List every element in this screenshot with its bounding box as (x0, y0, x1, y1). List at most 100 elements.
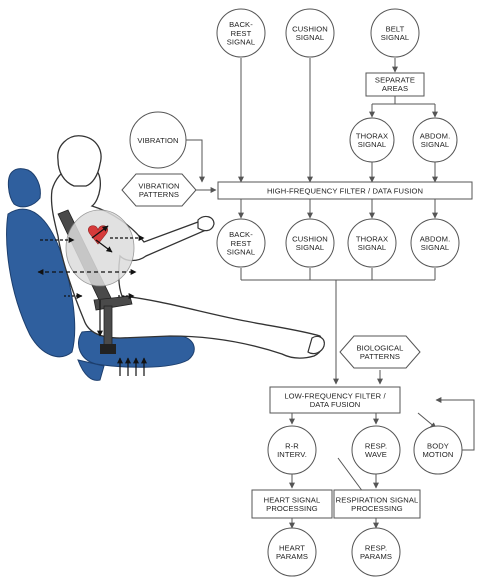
node-label-line: HIGH-FREQUENCY FILTER / DATA FUSION (267, 186, 423, 195)
svg-text:RESP.WAVE: RESP.WAVE (365, 442, 387, 460)
node-label-line: BODY (427, 442, 449, 451)
node-label-line: VIBRATION (138, 182, 179, 191)
node-label-line: PARAMS (276, 552, 308, 561)
node-label-line: HEART (279, 544, 305, 553)
node-label-line: PARAMS (360, 552, 392, 561)
seat-belt-lap (93, 295, 133, 311)
person-foot (307, 335, 325, 355)
node-label-line: THORAX (356, 132, 388, 141)
seat-headrest (7, 168, 41, 208)
node-label-line: CUSHION (292, 25, 328, 34)
node-label-line: SIGNAL (421, 140, 449, 149)
svg-text:ABDOM.SIGNAL: ABDOM.SIGNAL (420, 132, 451, 150)
node-label-line: VIBRATION (137, 136, 178, 145)
connector-lines (186, 58, 475, 529)
node-label-line: SIGNAL (358, 140, 386, 149)
seated-person-illustration (6, 135, 325, 381)
node-label-line: PROCESSING (351, 504, 403, 513)
seat-backrest (6, 208, 76, 358)
node-label-line: ABDOM. (420, 132, 451, 141)
node-label-line: BELT (386, 25, 405, 34)
svg-text:HIGH-FREQUENCY FILTER / DATA F: HIGH-FREQUENCY FILTER / DATA FUSION (267, 186, 423, 195)
node-label-line: PROCESSING (266, 504, 318, 513)
node-label-line: PATTERNS (139, 190, 179, 199)
node-label-line: SIGNAL (296, 243, 324, 252)
node-label-line: AREAS (382, 84, 408, 93)
node-hf-filter: HIGH-FREQUENCY FILTER / DATA FUSION (217, 181, 473, 200)
node-label-line: SIGNAL (421, 243, 449, 252)
svg-text:VIBRATION: VIBRATION (137, 136, 178, 145)
node-label-line: THORAX (356, 235, 388, 244)
node-label-line: BACK- (229, 20, 253, 29)
node-label-line: WAVE (365, 450, 387, 459)
person-hand (197, 215, 215, 232)
node-label-line: RESPIRATION SIGNAL (336, 496, 419, 505)
chest-area (65, 209, 135, 287)
vibration-arrows (37, 225, 147, 376)
node-label-line: MOTION (423, 450, 454, 459)
node-label-line: REST (231, 29, 252, 38)
node-abdom-signal-top: ABDOM.SIGNAL (412, 117, 458, 163)
node-label-line: SIGNAL (227, 247, 255, 256)
node-label-line: RESP. (365, 544, 387, 553)
node-label-line: SIGNAL (381, 33, 409, 42)
node-label-line: INTERV. (277, 450, 307, 459)
node-resp-params: RESP.PARAMS (351, 527, 401, 577)
node-label-line: REST (231, 239, 252, 248)
seat-belt-lower (103, 305, 113, 347)
node-label-line: DATA FUSION (310, 400, 361, 409)
svg-text:LOW-FREQUENCY FILTER /DATA FUS: LOW-FREQUENCY FILTER /DATA FUSION (284, 392, 386, 410)
node-label-line: SEPARATE (375, 76, 415, 85)
node-label-line: ABDOM. (420, 235, 451, 244)
seat-base (77, 359, 105, 381)
node-label-line: HEART SIGNAL (264, 496, 321, 505)
node-label-line: SIGNAL (227, 37, 255, 46)
person-head (57, 135, 102, 187)
node-abdom-signal-mid: ABDOM.SIGNAL (410, 218, 460, 268)
node-label-line: BIOLOGICAL (357, 344, 404, 353)
svg-text:ABDOM.SIGNAL: ABDOM.SIGNAL (420, 235, 451, 253)
node-label-line: SIGNAL (358, 243, 386, 252)
node-resp-wave: RESP.WAVE (351, 425, 401, 475)
node-lf-filter: LOW-FREQUENCY FILTER /DATA FUSION (269, 386, 401, 414)
node-label-line: CUSHION (292, 235, 328, 244)
node-label-line: RESP. (365, 442, 387, 451)
belt-buckle (100, 344, 116, 354)
svg-text:RESP.PARAMS: RESP.PARAMS (360, 544, 392, 562)
node-label-line: BACK- (229, 230, 253, 239)
node-label-line: SIGNAL (296, 33, 324, 42)
node-vibration: VIBRATION (129, 111, 187, 169)
node-label-line: R-R (285, 442, 299, 451)
